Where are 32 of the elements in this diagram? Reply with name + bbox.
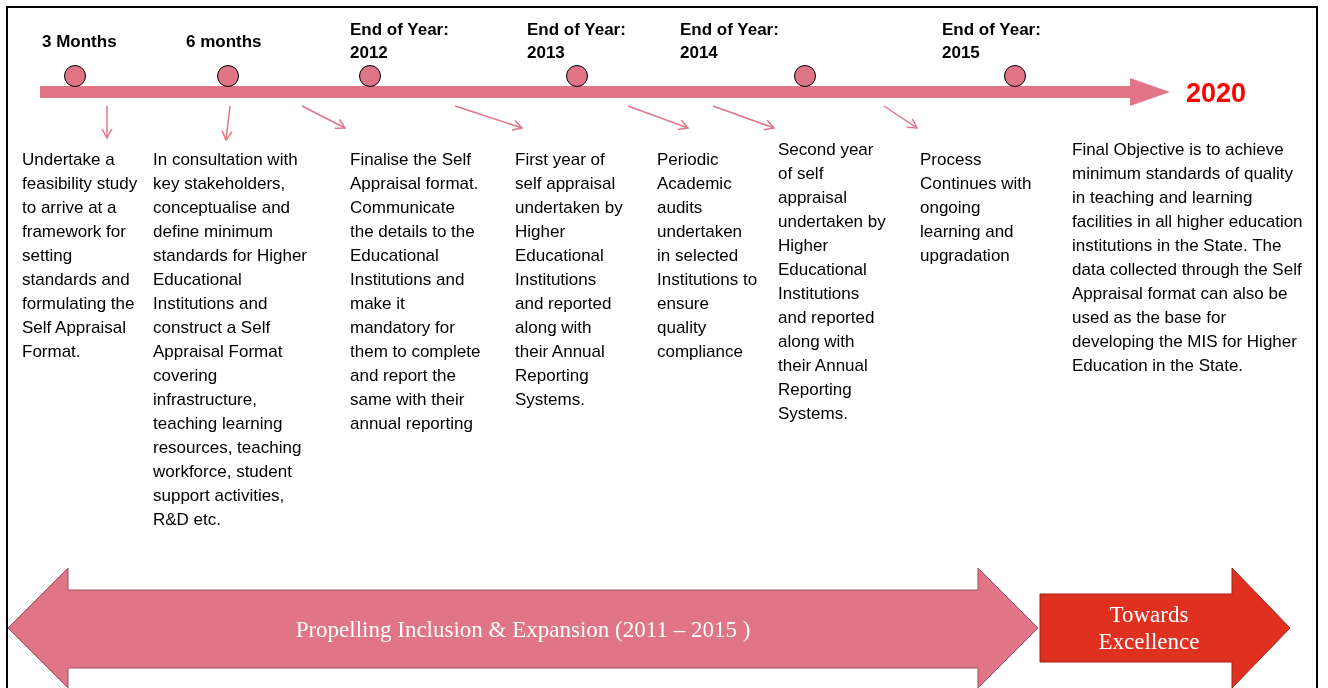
milestone-circle — [1004, 65, 1026, 87]
milestone-circle — [794, 65, 816, 87]
milestone-description: In consultation with key stakeholders, conceptualise and define minimum standards for Higher Educational Institutions and construct a Self Appraisal Format covering infrastructure, teaching learning resources, teaching workforce, student support activities, R&D etc. — [153, 148, 321, 532]
arrow — [301, 105, 346, 130]
year-label: 2020 — [1186, 78, 1247, 108]
arrow — [627, 105, 689, 131]
milestone-description: Undertake a feasibility study to arrive at a framework for setting standards and formulating the Self Appraisal Format. — [22, 148, 146, 364]
milestone-description: Process Continues with ongoing learning and upgradation — [920, 148, 1032, 268]
milestone-description: Finalise the Self Appraisal format. Communicate the details to the Educational Institutions and make it mandatory for them to complete and report the same with their annual reporting — [350, 148, 482, 436]
date-label: 6 months — [186, 31, 263, 53]
milestone-description: Periodic Academic audits undertaken in selected Institutions to ensure quality compliance — [657, 148, 759, 364]
milestone-circle — [217, 65, 239, 87]
date-label: End of Year: 2013 — [527, 19, 627, 64]
milestone-circle — [64, 65, 86, 87]
milestone-circle — [359, 65, 381, 87]
block-arrow — [1039, 567, 1291, 688]
milestone-description: First year of self appraisal undertaken by Higher Educational Institutions and reported along with their Annual Reporting Systems. — [515, 148, 629, 412]
milestone-circle — [566, 65, 588, 87]
milestone-description: Final Objective is to achieve minimum standards of quality in teaching and learning facilities in all higher education institutions in the State. The data collected through the Self Appraisal format can also be used as the base for developing the MIS for Higher Education in the State. — [1072, 138, 1310, 378]
milestone-description: Second year of self appraisal undertaken by Higher Educational Institutions and reported along with their Annual Reporting Systems. — [778, 138, 892, 426]
date-label: End of Year: 2012 — [350, 19, 450, 64]
date-label: End of Year: 2014 — [680, 19, 780, 64]
arrow-text: Towards Excellence — [1097, 601, 1201, 655]
arrow — [221, 105, 233, 141]
arrow — [883, 105, 918, 129]
date-label: End of Year: 2015 — [942, 19, 1042, 64]
timeline-arrow — [40, 78, 1170, 106]
arrow — [712, 105, 775, 131]
arrow — [101, 105, 113, 139]
arrow — [454, 105, 523, 131]
double-arrow: Propelling Inclusion & Expansion (2011 – 2015 ) — [7, 567, 1039, 688]
date-label: 3 Months — [42, 31, 118, 53]
